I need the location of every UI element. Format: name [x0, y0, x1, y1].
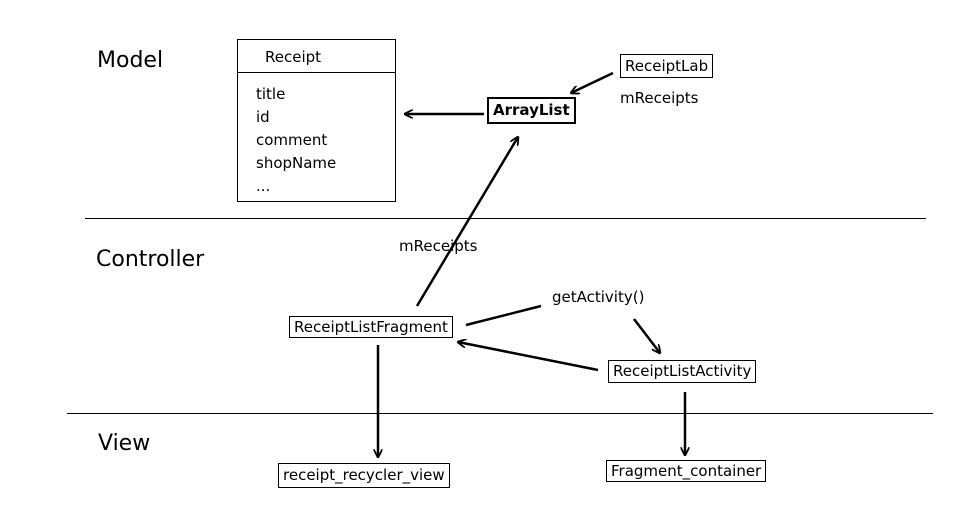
- receipt-field: shopName: [256, 154, 337, 172]
- controller-layer-title: Controller: [96, 247, 205, 272]
- fragment-to-getactivity-line: [465, 304, 542, 327]
- mreceipts-model-label: mReceipts: [620, 89, 699, 107]
- mreceipts-controller-label: mReceipts: [399, 237, 478, 255]
- receipt-list-activity-node: ReceiptListActivity: [608, 360, 757, 383]
- receipt-recycler-view-node: receipt_recycler_view: [278, 463, 450, 488]
- model-layer-title: Model: [97, 48, 164, 73]
- fragment-container-node: Fragment_container: [606, 460, 767, 482]
- receipt-field: title: [256, 85, 286, 103]
- receipt-field: comment: [256, 131, 328, 149]
- receiptlab-to-arraylist-arrow: [571, 71, 614, 93]
- fragment-to-arraylist-arrow: [415, 137, 518, 307]
- receipt-class-title: Receipt: [238, 40, 395, 73]
- receipt-field: ...: [256, 177, 271, 195]
- receiptlab-node: ReceiptLab: [620, 54, 714, 78]
- arraylist-node: ArrayList: [487, 97, 576, 124]
- controller-view-divider: [67, 413, 933, 414]
- receipt-field: id: [256, 108, 270, 126]
- activity-to-fragment-arrow: [458, 342, 599, 372]
- view-layer-title: View: [98, 431, 151, 456]
- getactivity-label: getActivity(): [552, 288, 645, 306]
- receipt-list-fragment-node: ReceiptListFragment: [289, 316, 453, 338]
- model-controller-divider: [85, 218, 926, 219]
- getactivity-to-activity-arrow: [633, 318, 660, 353]
- receipt-class-fields: title id comment shopName ...: [238, 73, 395, 198]
- receipt-class-box: Receipt title id comment shopName ...: [237, 39, 396, 202]
